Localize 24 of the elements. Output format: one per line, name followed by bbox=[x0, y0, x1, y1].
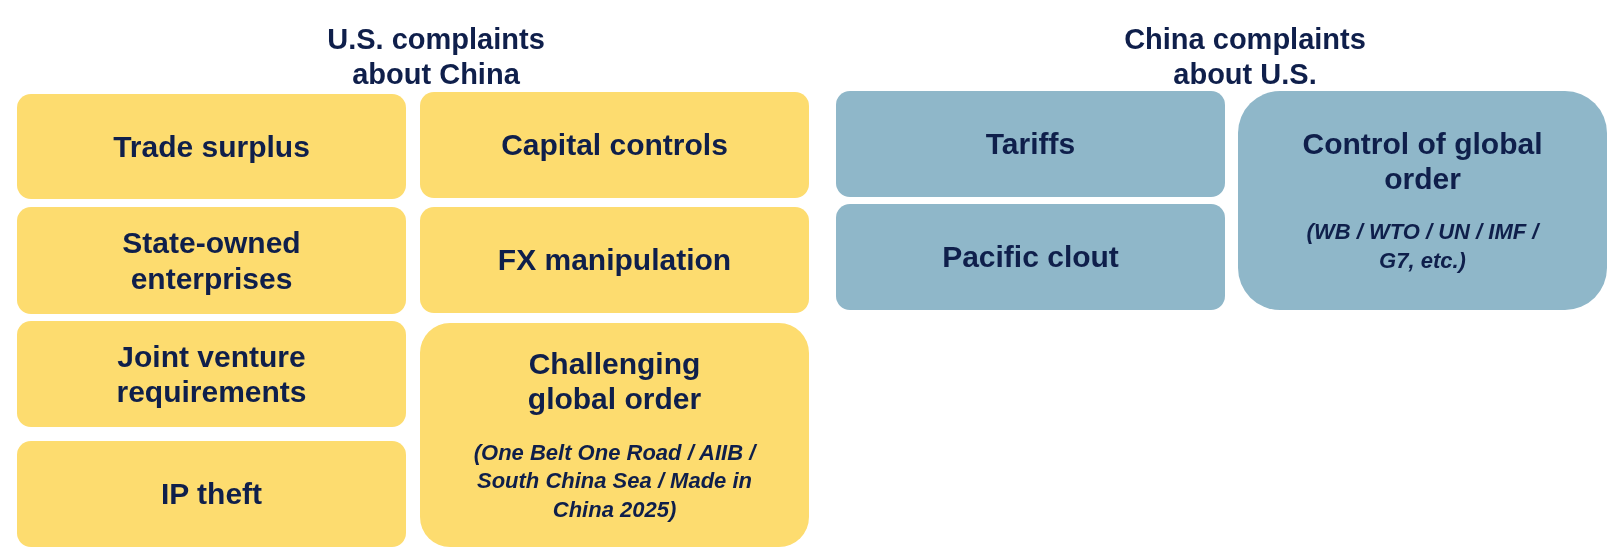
topic-box bbox=[836, 91, 1225, 197]
topic-examples: (WB / WTO / UN / IMF / G7, etc.) bbox=[1305, 218, 1541, 275]
topic-box bbox=[420, 323, 809, 547]
topic-box bbox=[17, 441, 406, 547]
topic-title: Joint venture requirements bbox=[115, 338, 308, 410]
topic-box bbox=[17, 207, 406, 314]
topic-title: State-owned enterprises bbox=[121, 225, 302, 296]
topic-box bbox=[17, 94, 406, 199]
heading: China complaints about U.S. bbox=[1123, 22, 1367, 92]
topic-title: Trade surplus bbox=[113, 128, 310, 165]
topic-title: Pacific clout bbox=[942, 239, 1119, 275]
topic-title: IP theft bbox=[160, 476, 263, 512]
topic-box bbox=[1238, 91, 1607, 310]
topic-box bbox=[420, 92, 809, 198]
topic-title: Challenging global order bbox=[526, 345, 703, 417]
topic-title: FX manipulation bbox=[497, 242, 732, 278]
topic-title: Capital controls bbox=[501, 127, 728, 163]
heading: U.S. complaints about China bbox=[326, 22, 546, 92]
topic-examples: (One Belt One Road / AIIB / South China Sea / Made in China 2025) bbox=[472, 438, 758, 524]
topic-box bbox=[17, 321, 406, 427]
topic-title: Tariffs bbox=[985, 126, 1076, 162]
topic-title: Control of global order bbox=[1302, 125, 1543, 197]
topic-box bbox=[836, 204, 1225, 310]
topic-box bbox=[420, 207, 809, 313]
